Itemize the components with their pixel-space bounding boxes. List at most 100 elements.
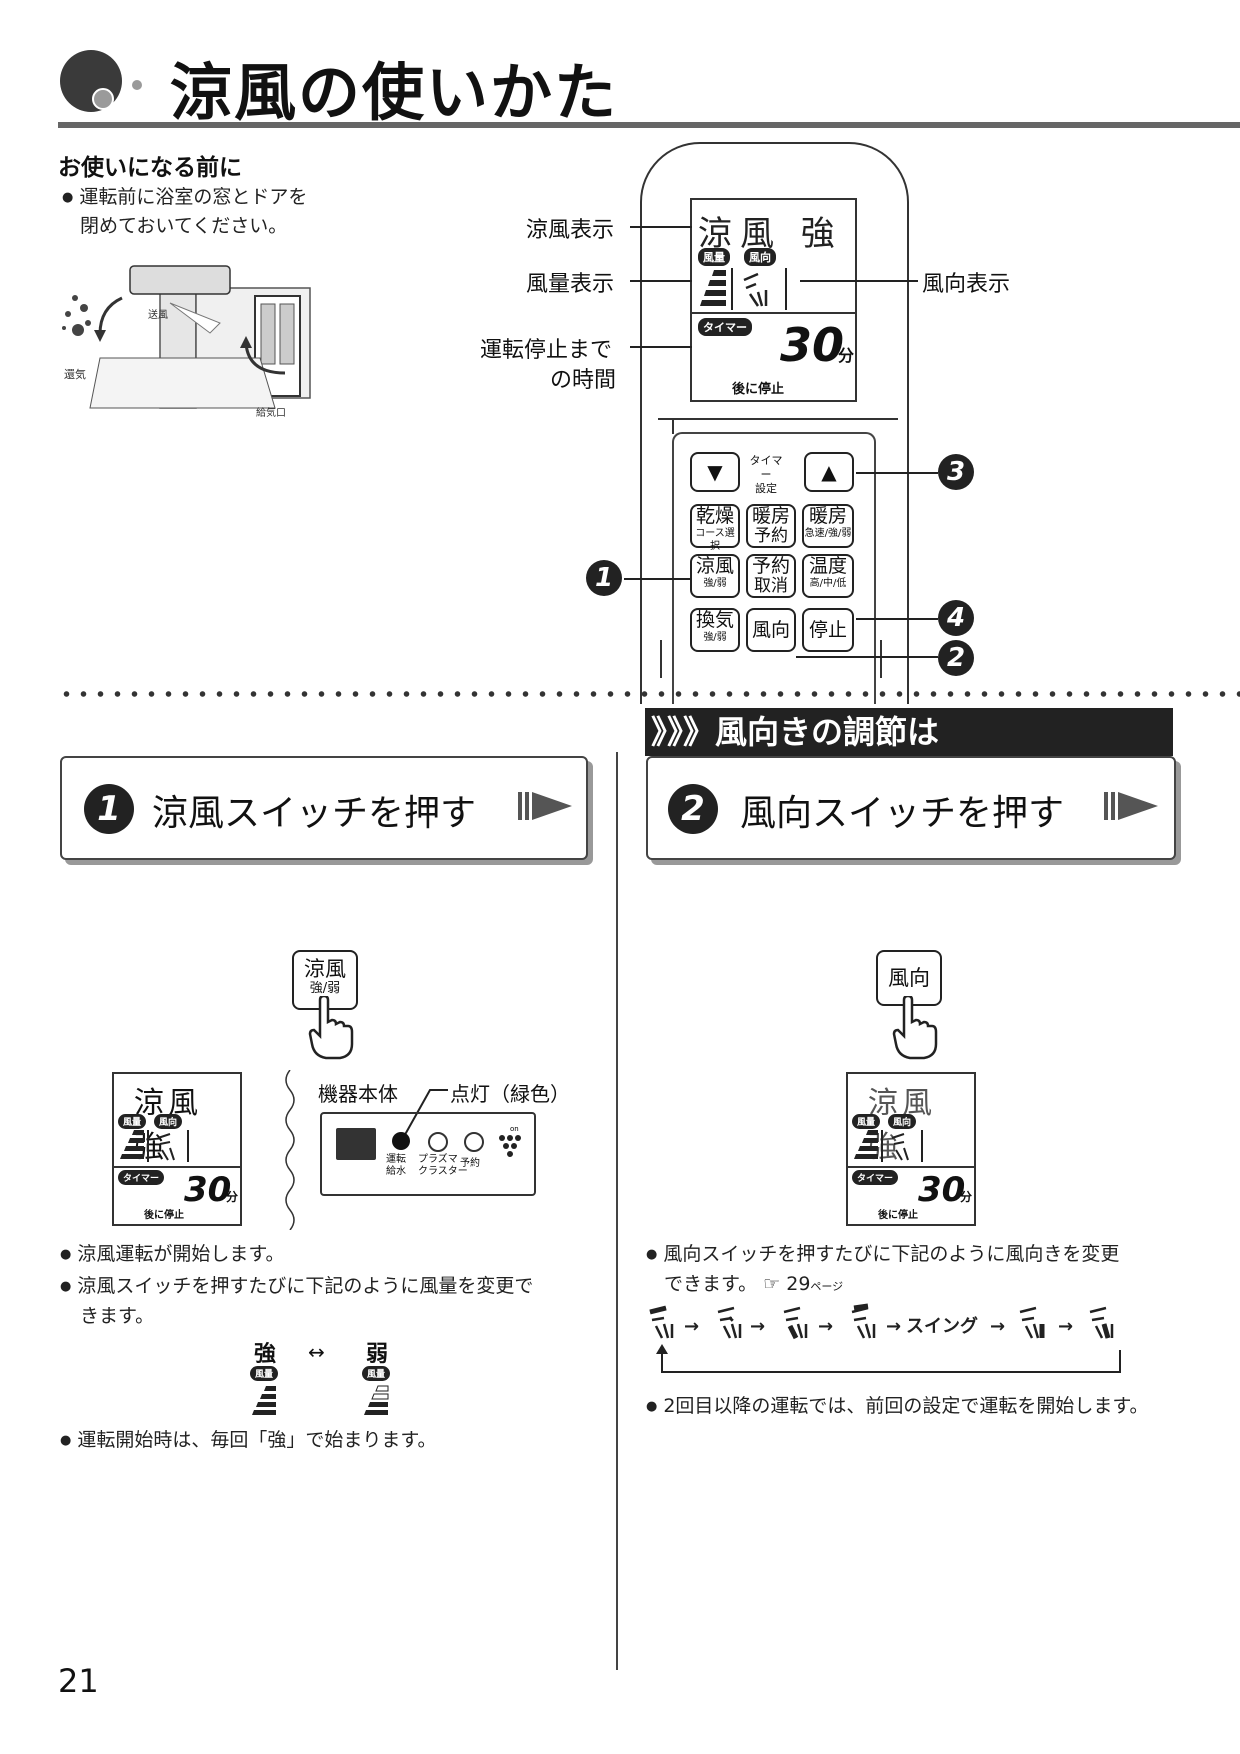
- step2-lcd: 涼風 強 風量 風向 タイマー 30 分 後に停止: [846, 1072, 976, 1226]
- run-lamp-icon: [392, 1132, 410, 1150]
- heat-reserve-button[interactable]: 暖房予約: [746, 504, 796, 548]
- strong-volume-icon: [252, 1386, 276, 1415]
- svg-text:→: →: [818, 1316, 833, 1337]
- swing-label: スイング: [906, 1315, 978, 1337]
- step2-bullet-1-cont: できます。 ☞ 29ページ: [664, 1273, 844, 1295]
- title-rule: [58, 122, 1240, 128]
- step1-bullet-1: 涼風運転が開始します。: [60, 1240, 284, 1269]
- step2-direction-chip: 風向: [888, 1114, 917, 1129]
- heat-button[interactable]: 暖房急速/強/弱: [802, 504, 854, 548]
- step1-timer-chip: タイマー: [118, 1170, 165, 1185]
- lcd-time: 30: [780, 318, 845, 372]
- before-use-note: 運転前に浴室の窓とドアを: [62, 183, 307, 212]
- pointing-hand-icon: [892, 996, 938, 1060]
- before-use-heading: お使いになる前に: [58, 155, 242, 181]
- until-stop-label-cont: の時間: [550, 368, 617, 393]
- svg-text:→: →: [750, 1316, 765, 1337]
- timer-down-button[interactable]: ▼: [690, 452, 740, 492]
- lcd-time-unit: 分: [838, 346, 855, 365]
- step1-box: [60, 756, 588, 860]
- volume-chip: 風量: [698, 248, 730, 266]
- direction-sequence: → → → → → → スイング: [649, 1303, 1121, 1373]
- svg-text:→: →: [990, 1316, 1005, 1337]
- page-title: 涼風の使いかた: [170, 56, 619, 129]
- unit-display: [336, 1128, 376, 1160]
- weak-volume-icon: [364, 1385, 389, 1415]
- step2-lcd-unit: 分: [960, 1190, 973, 1204]
- wavy-divider: [285, 1070, 295, 1230]
- step1-wind-icon: [120, 1130, 189, 1162]
- step2-title: 風向スイッチを押す: [740, 793, 1065, 834]
- step1-bullet-2-cont: きます。: [80, 1305, 155, 1327]
- step1-lcd-time: 30: [184, 1170, 232, 1210]
- step1-number: 1: [84, 784, 134, 834]
- page-number: 21: [58, 1662, 99, 1700]
- step2-box: [646, 756, 1176, 860]
- step2-number: 2: [668, 784, 718, 834]
- step1-bullet-2: 涼風スイッチを押すたびに下記のように風量を変更で: [60, 1272, 533, 1301]
- svg-text:→: →: [684, 1316, 699, 1337]
- callout-3: 3: [938, 454, 974, 490]
- bathroom-illustration: 還気 送風 給気口: [62, 265, 311, 418]
- cluster-icon: on: [499, 1125, 521, 1157]
- blow-label: 送風: [148, 308, 168, 321]
- step1-lcd: 涼風 強 風量 風向 タイマー 30 分 後に停止: [112, 1072, 242, 1226]
- lcd-mode-text: 涼風 強: [698, 214, 843, 254]
- on-label: on: [510, 1125, 519, 1133]
- lamp-leader: [401, 1089, 448, 1141]
- svg-text:→: →: [1058, 1316, 1073, 1337]
- page-reference-unit: ページ: [810, 1280, 844, 1293]
- timer-setting-label: タイマー 設定: [749, 454, 783, 495]
- next-arrow-icon: [518, 792, 572, 820]
- step1-lcd-after: 後に停止: [144, 1210, 184, 1221]
- step1-direction-chip: 風向: [154, 1114, 183, 1129]
- toggle-arrow-icon: ↔: [308, 1340, 325, 1364]
- direction-button[interactable]: 風向: [746, 608, 796, 652]
- direction-display-label: 風向表示: [922, 272, 1011, 297]
- step2-volume-chip: 風量: [852, 1114, 881, 1129]
- title-dot-icon: [132, 80, 142, 90]
- plasma-lamp-icon: [428, 1132, 448, 1152]
- reserve-cancel-button[interactable]: 予約取消: [746, 554, 796, 598]
- direction-chip: 風向: [744, 248, 776, 266]
- ventilation-button[interactable]: 換気強/弱: [690, 608, 740, 652]
- step2-lcd-after: 後に停止: [878, 1210, 918, 1221]
- remote-lcd: 涼風 強 風量 風向 タイマー 30 分 後に停止: [690, 198, 857, 402]
- callout-4: 4: [938, 600, 974, 636]
- title-dot-icon: [92, 88, 114, 110]
- step2-bullet-1: 風向スイッチを押すたびに下記のように風向きを変更: [646, 1240, 1119, 1269]
- svg-text:→: →: [886, 1316, 901, 1337]
- lcd-after-stop: 後に停止: [732, 382, 785, 397]
- weak-label: 弱: [366, 1342, 389, 1367]
- timer-up-button[interactable]: ▲: [804, 452, 854, 492]
- column-divider: [616, 752, 618, 1670]
- dotted-separator: [58, 690, 1240, 698]
- exhaust-label: 還気: [64, 367, 86, 381]
- volume-display-label: 風量表示: [526, 272, 615, 297]
- strong-label: 強: [254, 1342, 277, 1367]
- pointing-hand-icon: [308, 996, 354, 1060]
- step2-lcd-time: 30: [918, 1170, 966, 1210]
- plasma-label: プラズマクラスター: [418, 1154, 468, 1177]
- stop-button[interactable]: 停止: [802, 608, 854, 652]
- page-reference: ☞ 29: [763, 1273, 811, 1295]
- reserve-lamp-icon: [464, 1132, 484, 1152]
- unit-panel: 運転給水 プラズマクラスター 予約 on: [320, 1112, 536, 1196]
- next-arrow-icon: [1104, 792, 1158, 820]
- cool-button[interactable]: 涼風強/弱: [690, 554, 740, 598]
- until-stop-label: 運転停止まで: [480, 338, 613, 363]
- dry-button[interactable]: 乾燥コース選択: [690, 504, 740, 552]
- step2-timer-chip: タイマー: [852, 1170, 899, 1185]
- step2-wind-icon: [854, 1130, 923, 1162]
- temperature-button[interactable]: 温度高/中/低: [802, 554, 854, 598]
- weak-volume-chip: 風量: [362, 1366, 391, 1381]
- intake-label: 給気口: [256, 406, 286, 418]
- direction-section-heading: 》》》風向きの調節は: [645, 708, 1173, 756]
- step1-volume-chip: 風量: [118, 1114, 147, 1129]
- run-label: 運転給水: [386, 1154, 406, 1177]
- unit-label: 機器本体: [318, 1082, 398, 1106]
- before-use-note-cont: 閉めておいてください。: [80, 215, 288, 237]
- step1-bullet-3: 運転開始時は、毎回「強」で始まります。: [60, 1426, 436, 1455]
- button-panel: [672, 432, 876, 704]
- lamp-label: 点灯（緑色）: [450, 1082, 570, 1106]
